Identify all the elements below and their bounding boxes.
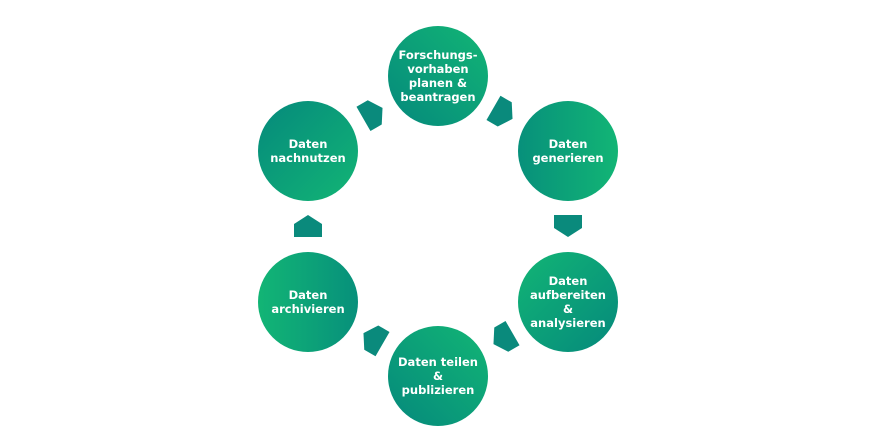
step-process-analyze: Daten aufbereiten & analysieren [518, 252, 618, 352]
step-reuse: Daten nachnutzen [258, 101, 358, 201]
flow-arrow-icon [493, 320, 520, 352]
flow-arrow-icon [486, 95, 513, 127]
step-archive: Daten archivieren [258, 252, 358, 352]
step-label: Daten teilen & publizieren [398, 355, 478, 397]
step-label: Daten nachnutzen [270, 137, 346, 165]
flow-arrow-icon [294, 215, 322, 237]
step-generate-data: Daten generieren [518, 101, 618, 201]
step-label: Daten aufbereiten & analysieren [530, 274, 606, 330]
flow-arrow-icon [356, 100, 383, 132]
step-label: Daten archivieren [271, 288, 345, 316]
flow-arrow-icon [554, 215, 582, 237]
step-label: Forschungs- vorhaben planen & beantragen [398, 48, 478, 104]
step-share-publish: Daten teilen & publizieren [388, 326, 488, 426]
step-label: Daten generieren [532, 137, 604, 165]
flow-arrow-icon [363, 325, 390, 357]
step-plan-research: Forschungs- vorhaben planen & beantragen [388, 26, 488, 126]
